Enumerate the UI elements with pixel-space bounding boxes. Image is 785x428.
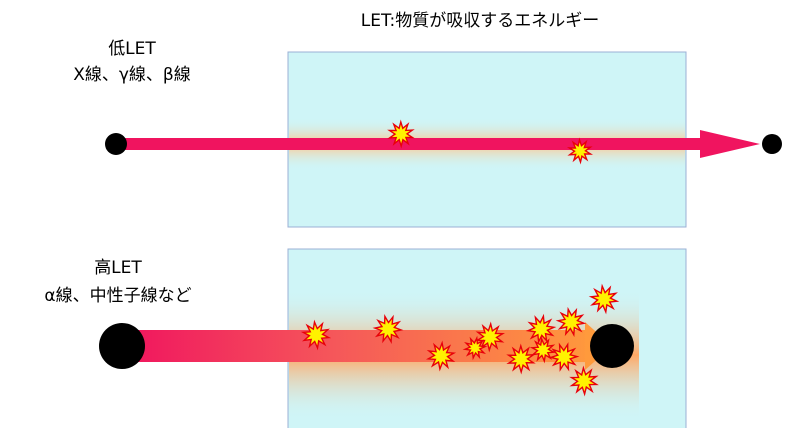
low-let-bursts [387, 119, 594, 165]
low-let-arrowhead [700, 130, 760, 158]
high-let-end-particle [590, 324, 634, 368]
diagram-title: LET:物質が吸収するエネルギー [361, 11, 599, 31]
high-let-burst-6 [555, 306, 587, 338]
low-let-heading: 低LET [108, 39, 156, 59]
high-let-burst-2 [372, 314, 404, 344]
high-let-burst-4 [475, 321, 505, 353]
high-let-burst-11 [529, 336, 557, 364]
low-let-end-particle [762, 134, 782, 154]
high-let-heading: 高LET [94, 258, 142, 278]
high-let-burst-12 [462, 335, 488, 361]
high-let-burst-9 [548, 342, 580, 372]
low-let-subheading: X線、γ線、β線 [73, 65, 191, 85]
high-let-burst-3 [425, 340, 457, 372]
high-let-subheading: α線、中性子線など [44, 286, 191, 306]
high-let-burst-10 [569, 365, 599, 397]
high-let-start-particle [99, 323, 145, 369]
high-let-burst-7 [588, 283, 620, 315]
low-let-track [116, 138, 711, 150]
high-let-burst-8 [506, 343, 536, 375]
low-let-burst-2 [566, 137, 594, 165]
low-let-burst-1 [387, 119, 415, 149]
high-let-burst-1 [300, 319, 332, 351]
high-let-bursts [300, 283, 620, 397]
low-let-start-particle [105, 133, 127, 155]
high-let-burst-5 [525, 313, 557, 345]
